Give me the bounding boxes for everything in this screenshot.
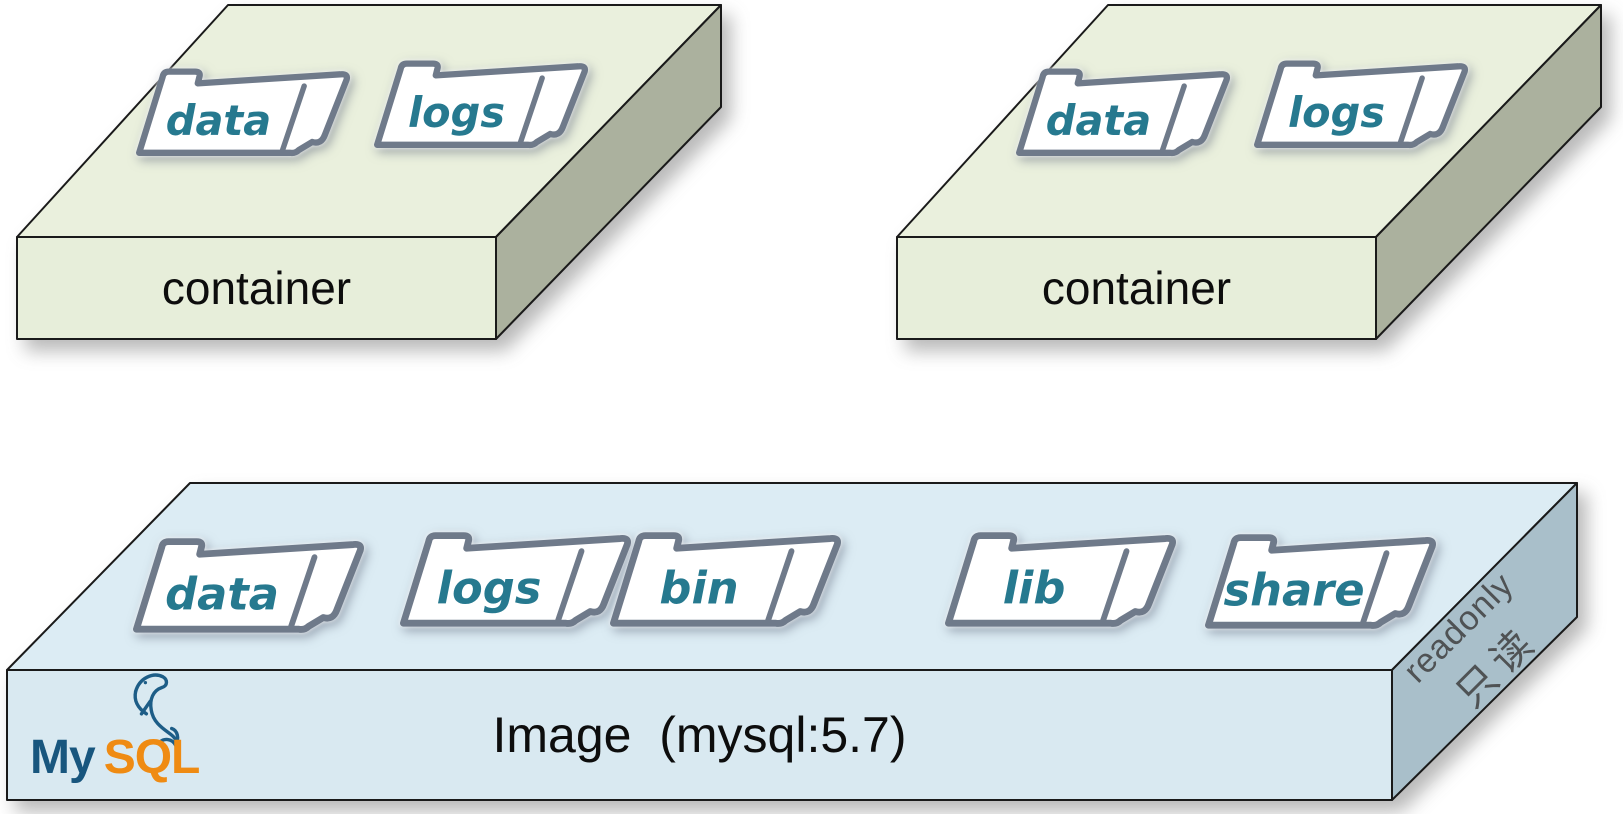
folder-icon-data: data [1016,68,1231,157]
folder-shape [610,532,841,627]
folder-icon-bin: bin [610,532,841,627]
dolphin-eye [143,681,148,685]
container-label: container [1041,262,1232,314]
container-box-2: data logs container [895,3,1605,348]
mysql-wordmark-sql: SQL [103,731,201,784]
mysql-wordmark-my: My [30,731,96,784]
mysql-dolphin-icon [133,673,180,747]
folder-shape [1205,534,1436,629]
folder-flap-edge-icon [1360,550,1390,626]
image-label: Image (mysql:5.7) [492,707,907,763]
box-front-face [6,669,1393,801]
folder-flap-edge-icon [1159,83,1187,153]
folder-label: logs [1288,88,1385,137]
folder-label: share [1223,564,1364,617]
folder-shape [945,532,1176,627]
folder-shape [136,68,351,157]
folder-icon-logs: logs [1254,60,1469,149]
folder-shape [374,60,589,149]
dolphin-tail [158,726,180,747]
folder-shape [1254,60,1469,149]
dolphin-body [133,673,179,747]
folder-icon-data: data [136,68,351,157]
folder-icon-logs: logs [400,532,631,627]
folder-flap-edge-icon [765,548,795,624]
folder-label: logs [408,88,505,137]
folder-flap-edge-icon [555,548,585,624]
folder-shape [1016,68,1231,157]
folder-flap-edge-icon [1397,75,1425,145]
container-box-1-shape [16,4,722,340]
folder-label: data [1046,96,1151,145]
box-front-face [896,236,1377,340]
box-front-face [16,236,497,340]
container-box-2-shape [896,4,1602,340]
folder-label: lib [1003,562,1066,615]
folder-flap-edge-icon [279,83,307,153]
folder-label: logs [437,562,542,615]
folder-label: data [166,96,271,145]
folder-flap-edge-icon [517,75,545,145]
folder-label: data [165,568,279,621]
folder-label: bin [659,562,738,615]
folder-icon-share: share [1205,534,1436,629]
container-label: container [161,262,352,314]
container-box-1: data logs container [15,3,725,348]
image-box: data logs bin lib share Image (mysql:5.7… [5,464,1590,809]
folder-flap-edge-icon [1100,548,1130,624]
folder-icon-logs: logs [374,60,589,149]
folder-icon-lib: lib [945,532,1176,627]
dolphin-fin [139,699,152,716]
folder-shape [400,532,631,627]
folder-shape [133,538,364,633]
folder-icon-data: data [133,538,364,633]
folder-flap-edge-icon [288,554,318,630]
